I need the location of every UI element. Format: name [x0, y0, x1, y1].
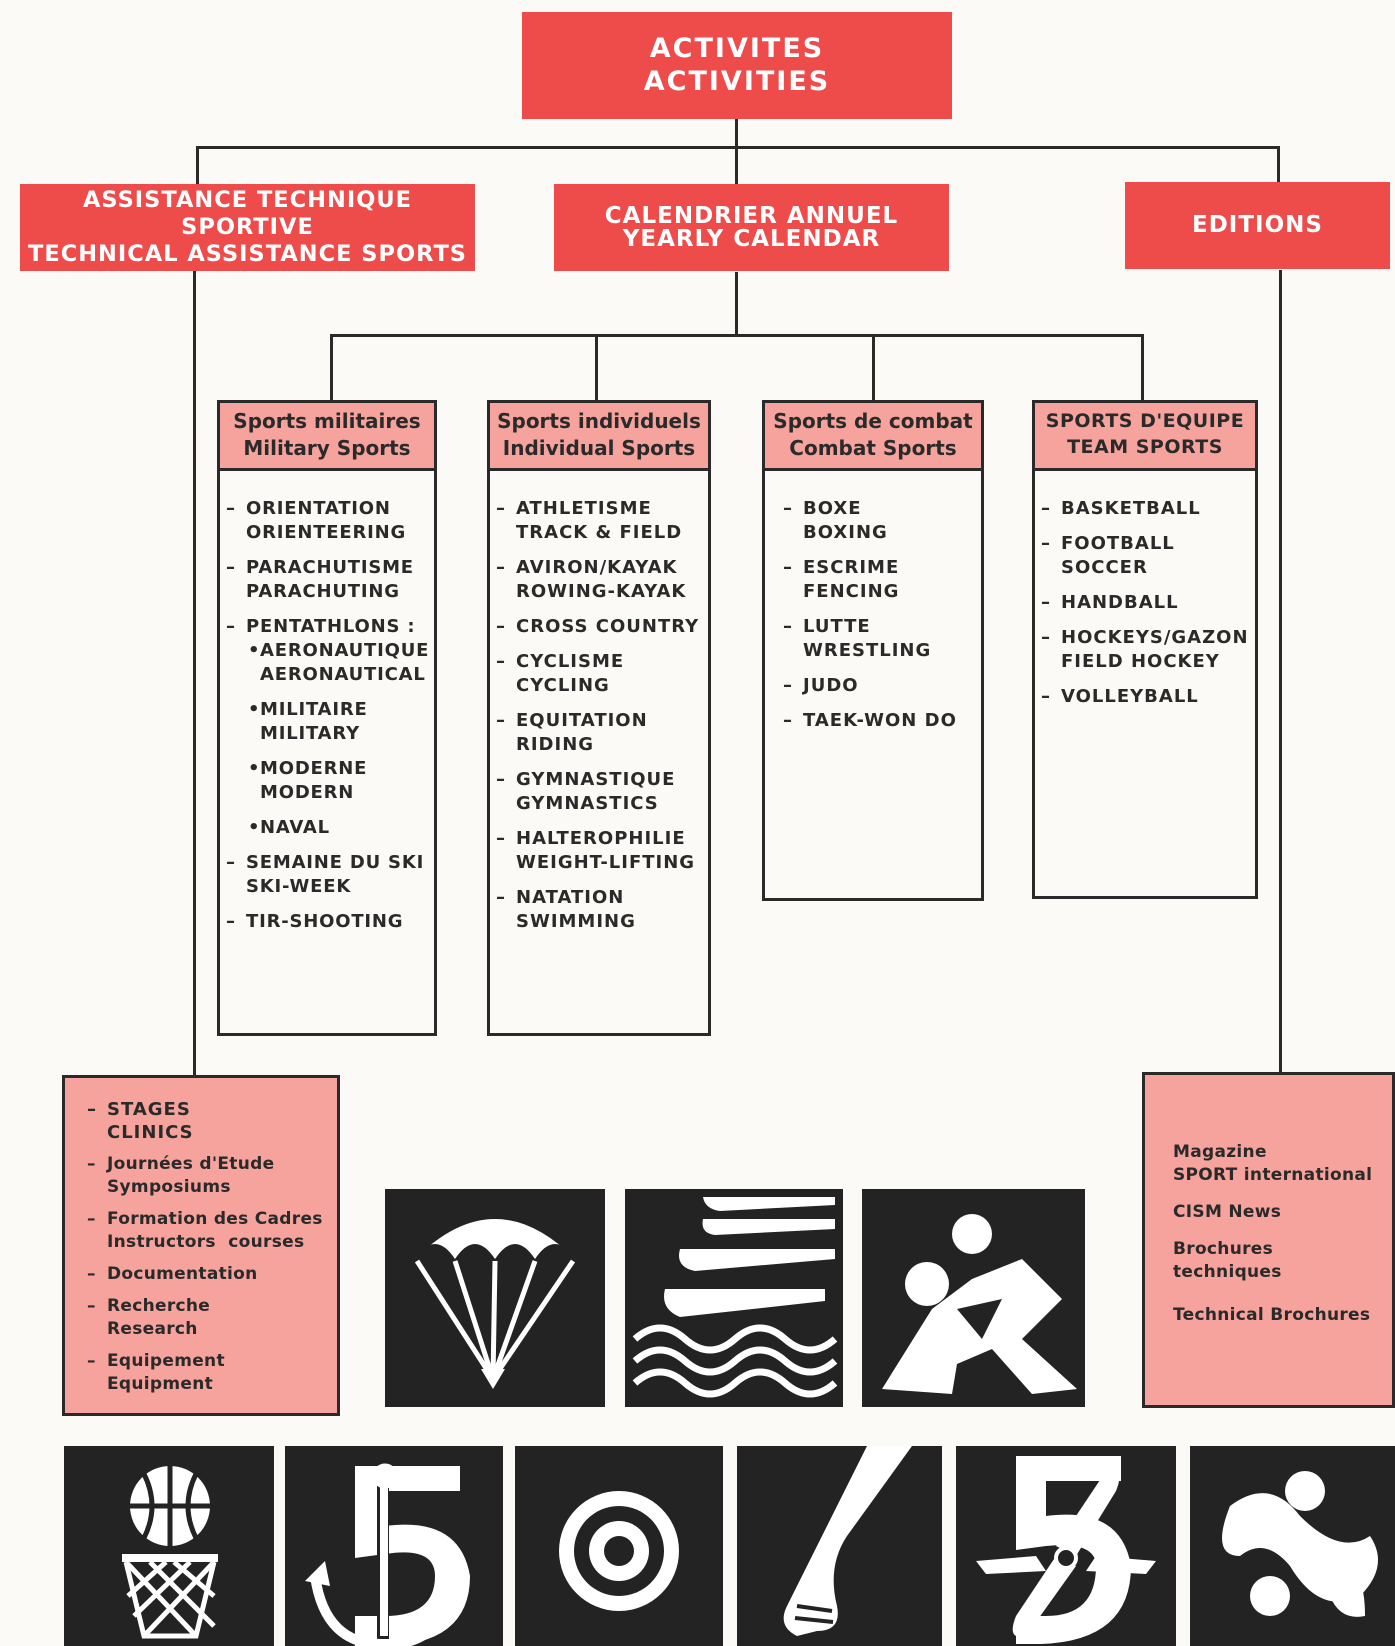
parachute-icon [385, 1189, 605, 1407]
column-title-fr: Sports de combat [773, 409, 973, 433]
column-title-en: Combat Sports [789, 436, 957, 460]
list-item: Technical Brochures [1173, 1305, 1371, 1325]
technical-assistance-en: TECHNICAL ASSISTANCE SPORTS [28, 241, 467, 267]
rowing-icon [625, 1189, 843, 1407]
list-item: –BASKETBALL [1041, 498, 1201, 519]
connector [330, 334, 1144, 337]
editions-box: EDITIONS [1125, 182, 1390, 269]
list-item: –TAEK-WON DO [783, 710, 957, 731]
list-item: CISM News [1173, 1202, 1282, 1222]
list-item: –CROSS COUNTRY [496, 616, 700, 637]
individual-sports-column: Sports individuels Individual Sports –AT… [487, 400, 711, 1036]
connector [193, 270, 196, 1078]
connector [1141, 334, 1144, 402]
column-title-en: TEAM SPORTS [1067, 436, 1223, 458]
list-item: –Documentation [87, 1264, 258, 1284]
list-item: –HANDBALL [1041, 592, 1179, 613]
yearly-calendar-fr: CALENDRIER ANNUEL [604, 202, 899, 229]
running-leg-icon [737, 1446, 942, 1646]
connector [735, 272, 738, 336]
connector [196, 146, 1280, 149]
wrestling-icon [1190, 1446, 1395, 1646]
column-title-fr: Sports individuels [497, 409, 701, 433]
connector [872, 334, 875, 402]
activities-title-fr: ACTIVITES [649, 33, 825, 65]
list-item: –JUDO [783, 675, 859, 696]
team-sports-column: SPORTS D'EQUIPE TEAM SPORTS –BASKETBALL … [1032, 400, 1258, 899]
connector [1279, 270, 1282, 1074]
judo-icon [862, 1189, 1085, 1407]
yearly-calendar-en: YEARLY CALENDAR [622, 225, 881, 252]
connector [1277, 146, 1280, 184]
connector [735, 118, 738, 184]
list-item: –TIR-SHOOTING [226, 911, 404, 932]
naval-pentathlon-icon [285, 1446, 503, 1646]
column-title-en: Military Sports [243, 436, 411, 460]
connector [196, 146, 199, 184]
activities-box: ACTIVITES ACTIVITIES [522, 12, 952, 119]
yearly-calendar-box: CALENDRIER ANNUEL YEARLY CALENDAR [554, 184, 949, 271]
editions-title: EDITIONS [1192, 211, 1323, 238]
connector [595, 334, 598, 402]
column-title-fr: Sports militaires [233, 409, 421, 433]
connector [330, 334, 333, 402]
aeronautical-pentathlon-icon [956, 1446, 1176, 1646]
column-header: Sports de combat Combat Sports [765, 403, 981, 471]
list-item: •NAVAL [248, 817, 330, 838]
column-title-fr: SPORTS D'EQUIPE [1045, 410, 1245, 433]
column-header: Sports individuels Individual Sports [490, 403, 708, 471]
technical-assistance-box: ASSISTANCE TECHNIQUE SPORTIVE TECHNICAL … [20, 184, 475, 271]
column-title-en: Individual Sports [502, 436, 696, 460]
basketball-icon [64, 1446, 274, 1646]
list-item: –VOLLEYBALL [1041, 686, 1199, 707]
activities-title-en: ACTIVITIES [643, 65, 831, 97]
target-icon [515, 1446, 723, 1646]
military-sports-column: Sports militaires Military Sports –ORIEN… [217, 400, 437, 1036]
technical-assistance-fr: ASSISTANCE TECHNIQUE SPORTIVE [83, 187, 412, 240]
list-item: –PENTATHLONS : [226, 616, 416, 637]
column-header: SPORTS D'EQUIPE TEAM SPORTS [1035, 403, 1255, 471]
column-header: Sports militaires Military Sports [220, 403, 434, 471]
